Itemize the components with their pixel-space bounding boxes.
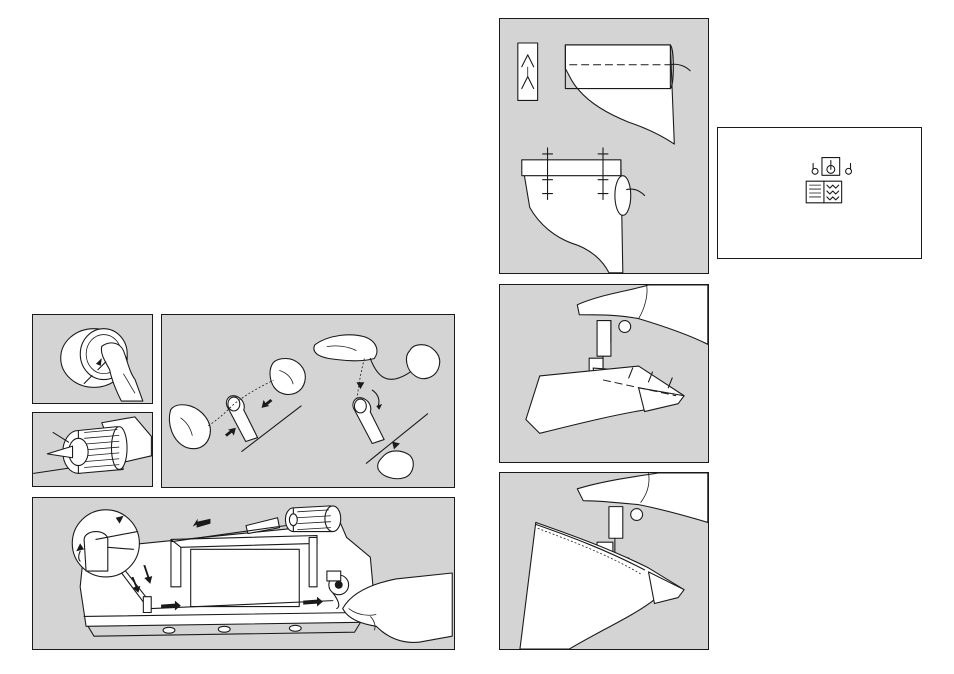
winding-machine-icon bbox=[33, 498, 454, 649]
figure-bobbin-on-spindle bbox=[32, 412, 153, 487]
figure-edge-stitch-sewing bbox=[499, 472, 709, 650]
figure-thread-knot-steps bbox=[161, 314, 455, 488]
bobbin-in-hand-icon bbox=[33, 315, 152, 403]
figure-fabric-fold-stitch bbox=[499, 18, 709, 274]
figure-bobbin-check bbox=[32, 314, 153, 404]
figure-foot-stitch-selector bbox=[717, 127, 922, 259]
figure-blind-hem-sewing bbox=[499, 284, 709, 463]
bobbin-spindle-icon bbox=[33, 413, 152, 486]
edge-sewing-icon bbox=[500, 473, 708, 649]
presser-foot-sewing-icon bbox=[500, 285, 708, 462]
folded-fabric-icon bbox=[500, 19, 708, 273]
presser-foot-selector-icon bbox=[718, 128, 921, 258]
hands-threading-icon bbox=[162, 315, 454, 487]
figure-bobbin-winding-path bbox=[32, 497, 455, 650]
